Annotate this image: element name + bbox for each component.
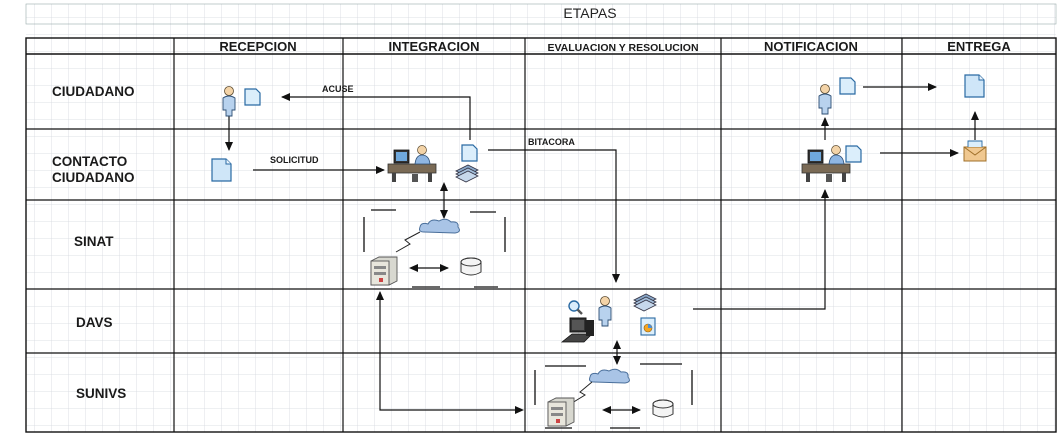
arrow-bitacora (488, 149, 620, 283)
label-acuse: ACUSE (322, 84, 354, 94)
document-icon (839, 77, 856, 95)
document-icon (244, 88, 261, 106)
lane-labels: CIUDADANO CONTACTO CIUDADANO SINAT DAVS … (52, 84, 135, 401)
server-icon (547, 397, 575, 427)
column-header-notificacion: NOTIFICACION (764, 39, 858, 54)
lane-label-ciudadano: CIUDADANO (52, 84, 135, 99)
diagram-title: ETAPAS (563, 5, 616, 21)
arrow-sunivs-sinat (376, 291, 524, 414)
column-header-evaluacion: EVALUACION Y RESOLUCION (547, 42, 698, 54)
arrow-acuse (281, 93, 471, 140)
network-bolt-icon (395, 231, 421, 253)
document-icon (211, 158, 232, 182)
label-solicitud: SOLICITUD (270, 155, 319, 165)
document-icon (461, 144, 478, 162)
lane-label-sunivs: SUNIVS (76, 386, 126, 401)
lane-label-sinat: SINAT (74, 234, 114, 249)
title-bar: ETAPAS (25, 3, 1057, 25)
arrow-davs-notificacion (693, 189, 829, 310)
column-header-recepcion: RECEPCION (219, 39, 296, 54)
document-icon (964, 74, 985, 98)
database-icon (652, 399, 674, 418)
database-icon (460, 257, 482, 276)
lane-label-contacto: CONTACTO (52, 154, 127, 169)
column-header-integracion: INTEGRACION (389, 39, 480, 54)
system-box-sunivs (534, 363, 693, 429)
swimlane-table (25, 37, 1057, 433)
column-headers: RECEPCION INTEGRACION EVALUACION Y RESOL… (219, 39, 1011, 54)
column-header-entrega: ENTREGA (947, 39, 1011, 54)
flow-connectors (225, 83, 979, 414)
system-box-sinat (363, 209, 506, 288)
lane-label-ciudadano-2: CIUDADANO (52, 170, 135, 185)
server-icon (370, 256, 398, 286)
lane-label-davs: DAVS (76, 315, 113, 330)
label-bitacora: BITACORA (528, 137, 575, 147)
network-bolt-icon (571, 381, 593, 404)
grid-background (26, 4, 1056, 432)
report-icon (640, 317, 656, 336)
document-icon (845, 145, 862, 163)
